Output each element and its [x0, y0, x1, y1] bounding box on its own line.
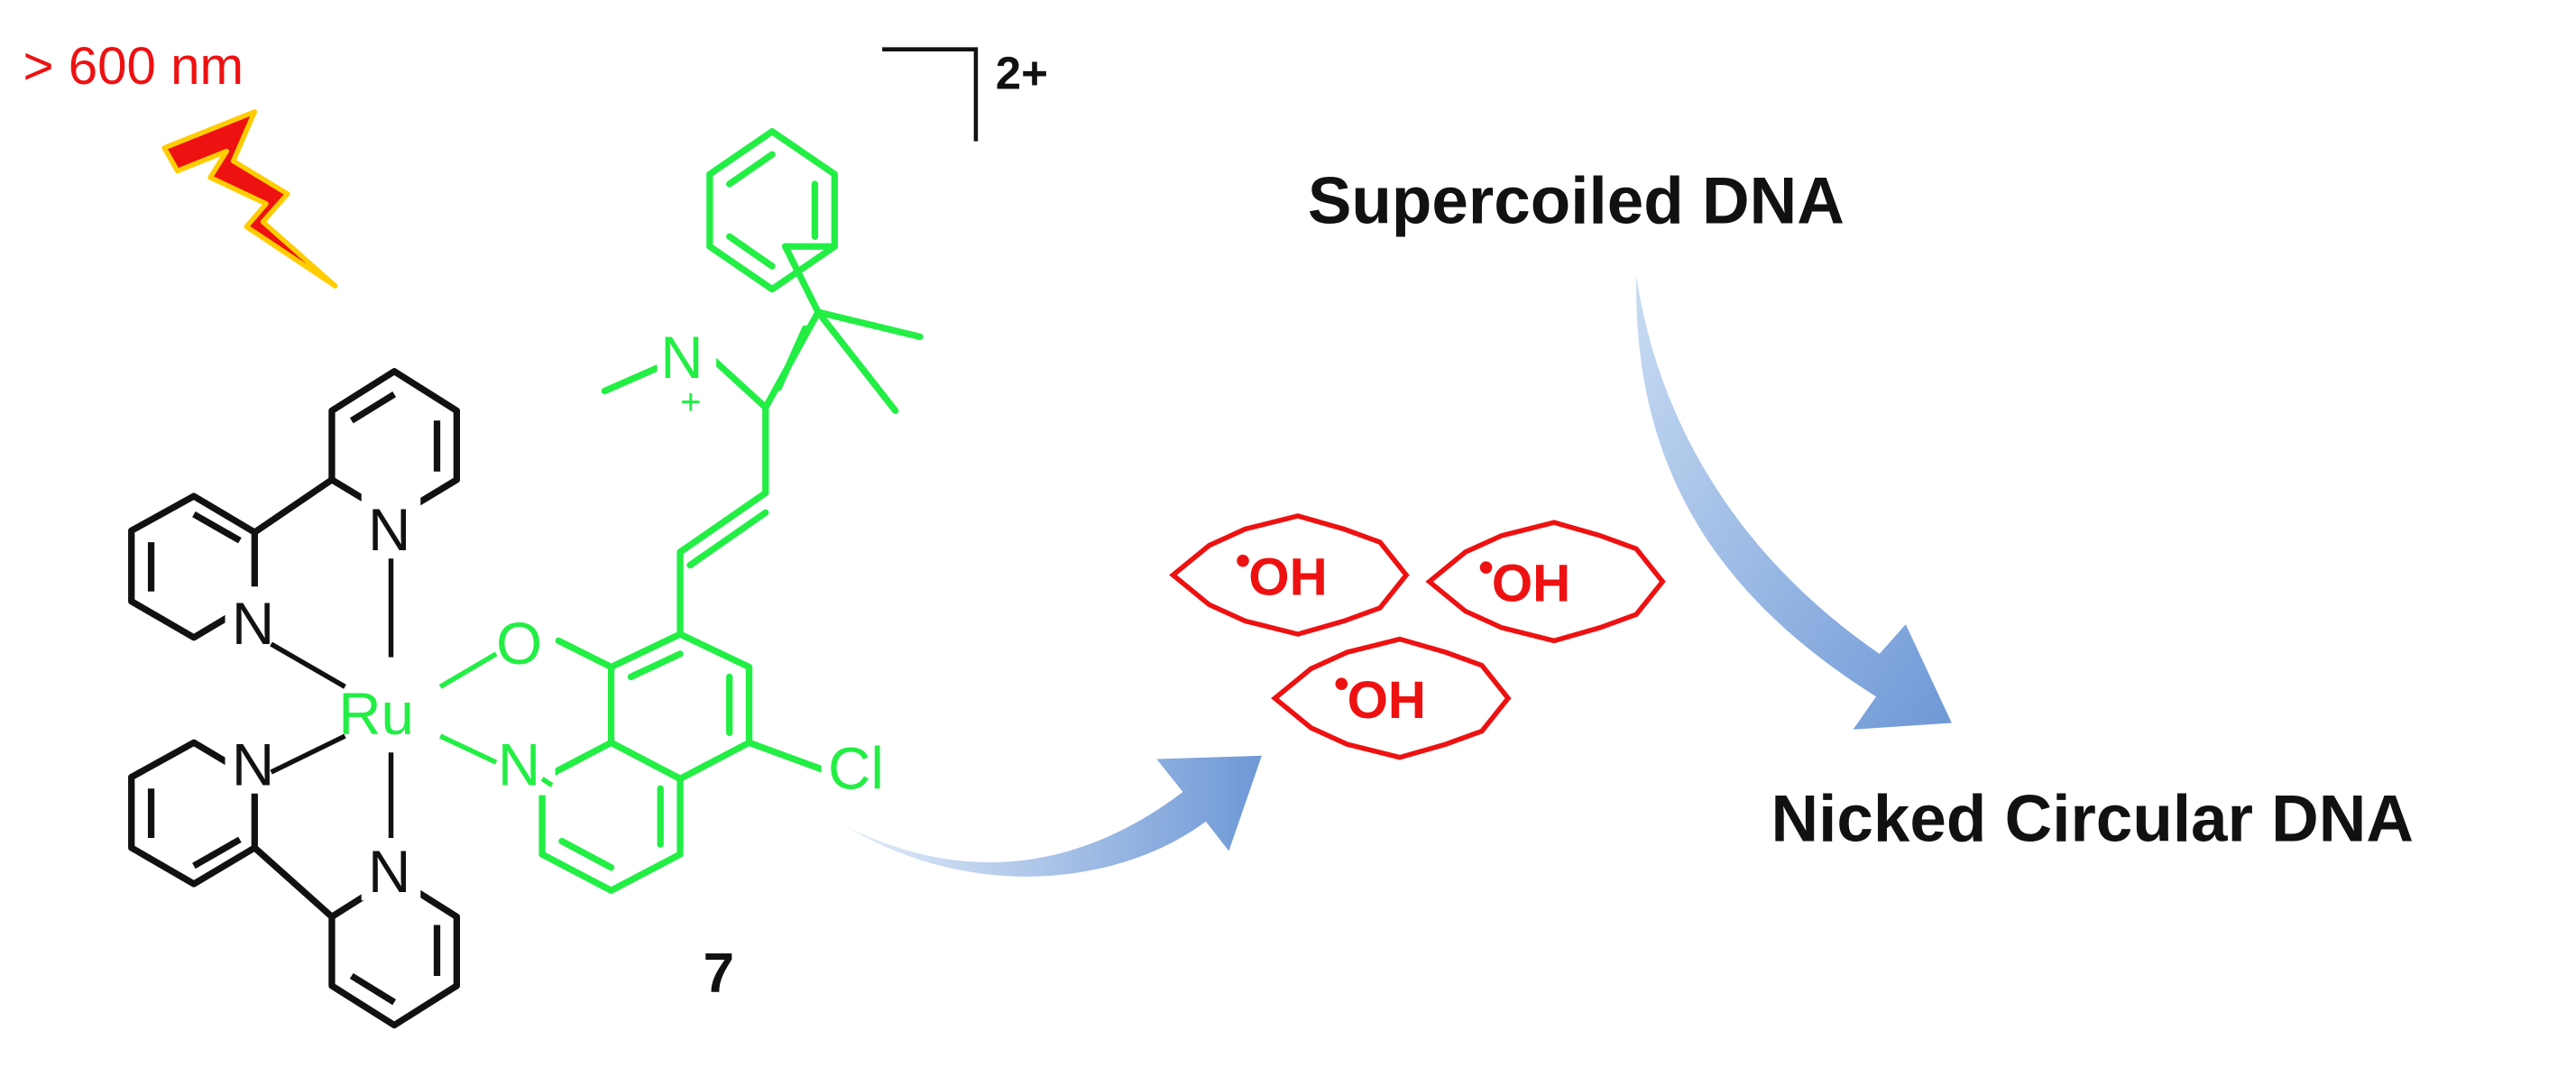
atom-plus: + — [680, 382, 701, 422]
lightning-icon — [161, 109, 338, 289]
nicked-dna-label: Nicked Circular DNA — [1771, 783, 2414, 856]
wavelength-label: > 600 nm — [23, 37, 244, 96]
atom-cl: Cl — [828, 735, 884, 801]
radical-dot: • — [1334, 660, 1349, 708]
compound-number: 7 — [704, 943, 734, 1005]
radical-badge-1: • OH — [1169, 513, 1410, 637]
radical-badge-2: • OH — [1425, 520, 1666, 644]
radical-badge-3: • OH — [1271, 636, 1512, 760]
radical-label-3: OH — [1348, 671, 1426, 730]
atom-n-indolium: N — [660, 325, 703, 391]
atom-ru: Ru — [338, 681, 414, 747]
radical-dot: • — [1478, 544, 1494, 592]
charge-label: 2+ — [996, 47, 1048, 98]
cyanine-ligand — [538, 128, 924, 894]
charge-bracket — [882, 47, 979, 142]
ru-bonds — [270, 558, 394, 838]
radical-label-1: OH — [1248, 548, 1327, 606]
atom-n-quinoline: N — [498, 732, 540, 798]
supercoiled-dna-label: Supercoiled DNA — [1308, 165, 1845, 238]
atom-n-bpy4: N — [368, 839, 410, 905]
atom-n-bpy1: N — [232, 591, 274, 657]
atom-n-bpy3: N — [232, 732, 274, 798]
curved-arrow-radicals — [846, 755, 1262, 877]
radical-label-2: OH — [1492, 555, 1570, 613]
atom-n-bpy2: N — [368, 497, 410, 563]
radical-dot: • — [1236, 538, 1251, 585]
atom-o: O — [496, 611, 542, 676]
curved-arrow-dna — [1636, 276, 1952, 730]
